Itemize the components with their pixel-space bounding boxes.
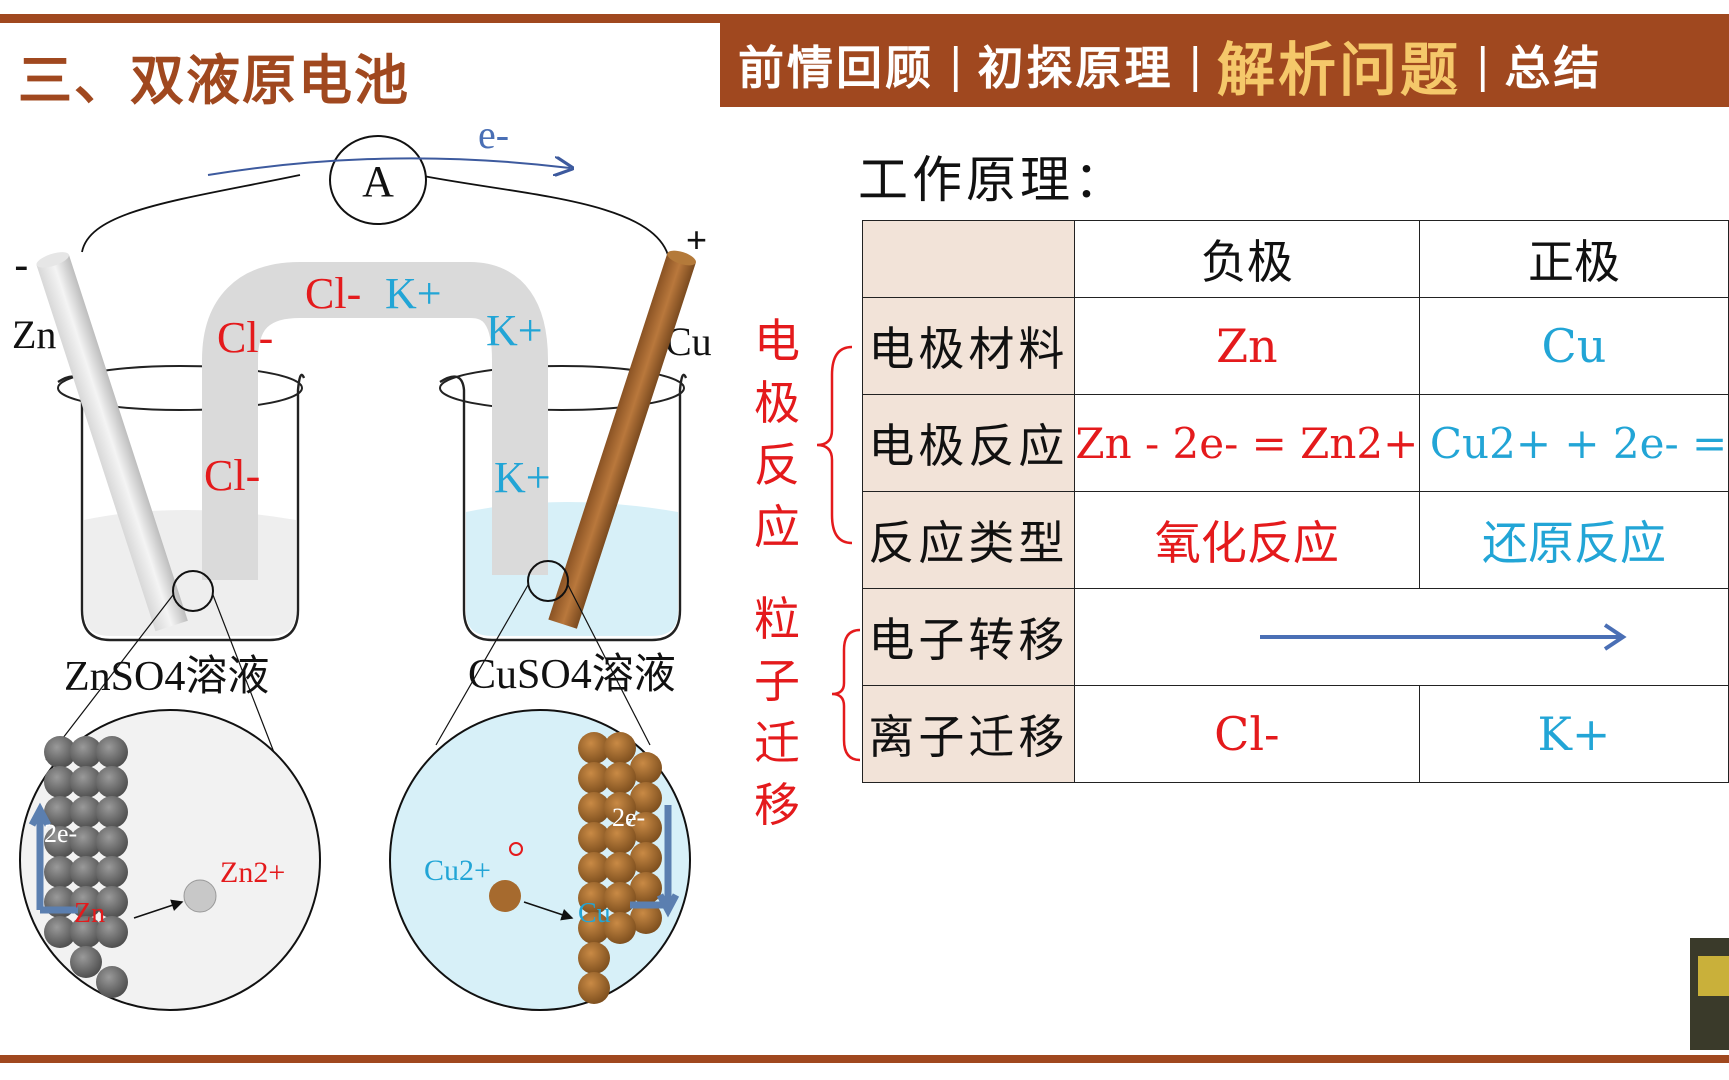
- table-row: 离子迁移 Cl- K+: [862, 685, 1729, 783]
- electron-transfer-arrow: [1259, 623, 1627, 651]
- znso4-solution: [84, 510, 296, 636]
- row-header-material: 电极材料: [862, 297, 1075, 395]
- galvanic-cell-diagram: A e- - + Zn Cu Cl- K+ Cl- K+ Cl- K+ ZnSO…: [12, 112, 712, 1011]
- cell-neg-ion: Cl-: [1073, 685, 1420, 783]
- ion-k-2: K+: [486, 306, 543, 355]
- ion-k-1: K+: [385, 269, 442, 318]
- row-header-ion: 离子迁移: [862, 685, 1075, 783]
- col-header-negative: 负极: [1073, 220, 1420, 298]
- electron-return-arrow-left: [28, 802, 78, 914]
- cu-ion: [489, 880, 521, 912]
- wire-right: [417, 174, 669, 256]
- right-beaker: [439, 373, 688, 642]
- zn-electrode-label: Zn: [12, 312, 56, 357]
- section-nav: 前情回顾 | 初探原理 | 解析问题 | 总结: [720, 23, 1729, 107]
- table-header-row: 负极 正极: [862, 220, 1729, 298]
- cell-neg-reaction: Zn - 2e- = Zn2+: [1073, 394, 1420, 492]
- presenter-video-thumbnail: [1690, 938, 1729, 1050]
- zinc-atom-lattice: [44, 736, 128, 998]
- side-label-electrode-reaction: 电极反应: [754, 314, 800, 554]
- ion-cl-1: Cl-: [305, 269, 361, 318]
- row-header-type: 反应类型: [862, 491, 1075, 589]
- ammeter-label: A: [362, 157, 394, 206]
- cell-pos-ion: K+: [1418, 685, 1729, 783]
- zoom-right-electrons: 2e-: [612, 803, 645, 832]
- row-header-reaction: 电极反应: [862, 394, 1075, 492]
- zinc-rod: [36, 252, 188, 632]
- brace-particle-icon: [831, 628, 861, 762]
- zoom-left-metal: Zn: [74, 898, 105, 929]
- zoom-right-metal: Cu: [578, 898, 611, 929]
- plus-sign: +: [686, 219, 707, 260]
- cuso4-label: CuSO4溶液: [468, 651, 676, 698]
- nav-principle[interactable]: 初探原理: [977, 41, 1174, 95]
- zoom-right-ion: Cu2+: [424, 854, 491, 887]
- nav-separator: |: [1475, 38, 1491, 92]
- cell-electron-transfer: [1073, 588, 1729, 686]
- row-header-electron: 电子转移: [862, 588, 1075, 686]
- cell-pos-type: 还原反应: [1418, 491, 1729, 589]
- cursor-pointer: [509, 842, 523, 856]
- table-row: 反应类型 氧化反应 还原反应: [862, 491, 1729, 589]
- table-row: 电极材料 Zn Cu: [862, 297, 1729, 395]
- nav-summary[interactable]: 总结: [1504, 41, 1603, 95]
- table-row: 电极反应 Zn - 2e- = Zn2+ Cu2+ + 2e- =: [862, 394, 1729, 492]
- nav-review[interactable]: 前情回顾: [738, 41, 934, 95]
- cell-pos-material: Cu: [1418, 297, 1729, 395]
- cell-pos-reaction: Cu2+ + 2e- =: [1418, 394, 1729, 492]
- nav-analysis[interactable]: 解析问题: [1217, 36, 1462, 104]
- electron-return-arrow-right: [630, 805, 680, 918]
- bottom-rule: [0, 1055, 1729, 1063]
- copper-atom-lattice: [578, 732, 662, 1004]
- wire-left: [81, 174, 301, 253]
- principle-table: 负极 正极 电极材料 Zn Cu 电极反应 Zn - 2e- = Zn2+ Cu…: [862, 220, 1729, 783]
- electron-flow-arrow: [207, 158, 570, 175]
- nav-separator: |: [1187, 38, 1204, 92]
- copper-rod: [548, 250, 696, 629]
- nav-separator: |: [948, 38, 964, 92]
- ion-k-3: K+: [494, 453, 551, 502]
- ion-cl-2: Cl-: [217, 313, 273, 362]
- page-title: 三、双液原电池: [18, 48, 410, 112]
- zoom-left-electrons: 2e-: [44, 819, 77, 848]
- minus-sign: -: [14, 241, 29, 290]
- salt-bridge: [202, 262, 548, 580]
- zn-ion: [183, 879, 217, 913]
- ion-cl-3: Cl-: [204, 451, 260, 500]
- cell-neg-type: 氧化反应: [1073, 491, 1420, 589]
- table-corner: [862, 220, 1075, 298]
- principle-title: 工作原理：: [858, 151, 1128, 209]
- brace-electrode-icon: [816, 345, 853, 545]
- table-row: 电子转移: [862, 588, 1729, 686]
- zoom-left-ion: Zn2+: [220, 856, 285, 889]
- top-rule: [0, 14, 1729, 23]
- col-header-positive: 正极: [1418, 220, 1729, 298]
- cell-neg-material: Zn: [1073, 297, 1420, 395]
- side-label-particle-migration: 粒子迁移: [754, 592, 800, 832]
- electron-label: e-: [478, 112, 509, 157]
